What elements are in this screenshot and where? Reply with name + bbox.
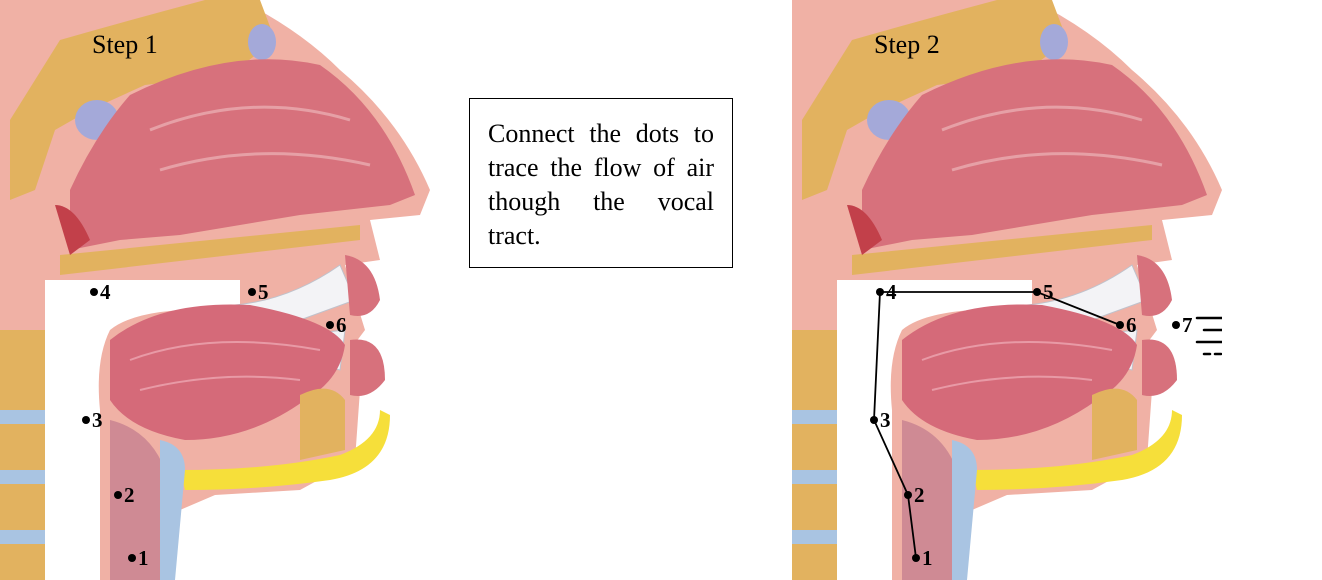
svg-text:2: 2: [124, 483, 135, 507]
point-4: 4: [90, 280, 111, 304]
step-1-panel: Step 1 1 2 3 4 5 6: [0, 0, 430, 580]
wind-icon: [1197, 290, 1222, 372]
point-3: 3: [82, 408, 103, 432]
point-7: 7: [1172, 313, 1193, 337]
point-1: 1: [128, 546, 149, 570]
svg-text:6: 6: [1126, 313, 1137, 337]
point-2: 2: [904, 483, 925, 507]
svg-text:3: 3: [880, 408, 891, 432]
point-2: 2: [114, 483, 135, 507]
point-3: 3: [870, 408, 891, 432]
svg-text:1: 1: [922, 546, 933, 570]
svg-text:6: 6: [336, 313, 347, 337]
svg-text:1: 1: [138, 546, 149, 570]
svg-text:7: 7: [1182, 313, 1193, 337]
airflow-path: [874, 292, 1120, 558]
point-5: 5: [1033, 280, 1054, 304]
point-6: 6: [326, 313, 347, 337]
svg-text:5: 5: [258, 280, 269, 304]
dot-layer: 1 2 3 4 5 6: [0, 0, 430, 580]
svg-text:4: 4: [100, 280, 111, 304]
dot-layer: 1 2 3 4 5 6 7: [792, 0, 1222, 580]
point-6: 6: [1116, 313, 1137, 337]
svg-text:2: 2: [914, 483, 925, 507]
svg-text:4: 4: [886, 280, 897, 304]
svg-text:3: 3: [92, 408, 103, 432]
instruction-box: Connect the dots to trace the flow of ai…: [469, 98, 733, 268]
point-5: 5: [248, 280, 269, 304]
step-2-panel: Step 2 1 2 3 4 5 6 7: [792, 0, 1222, 580]
svg-text:5: 5: [1043, 280, 1054, 304]
